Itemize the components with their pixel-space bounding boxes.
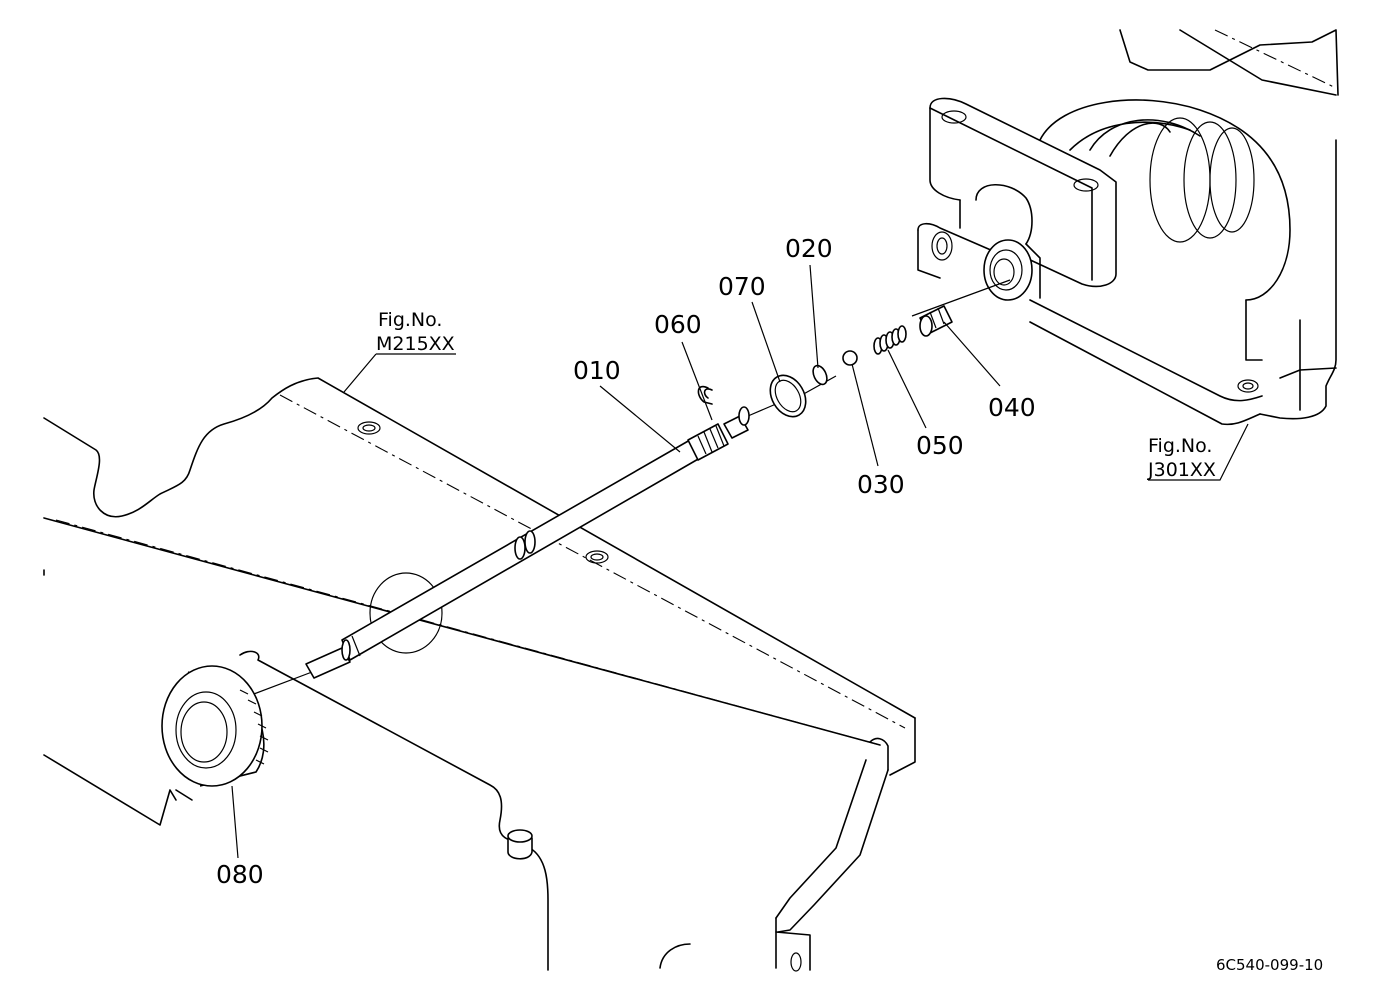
part-label-050: 050 <box>916 431 964 460</box>
part-label-030: 030 <box>857 470 905 499</box>
ball-030 <box>842 350 858 366</box>
part-label-070: 070 <box>718 272 766 301</box>
shaft-010 <box>305 406 750 679</box>
part-label-040: 040 <box>988 393 1036 422</box>
left-housing <box>43 377 916 972</box>
right-housing <box>917 29 1339 426</box>
ring-070 <box>769 374 807 418</box>
fig-ref-number: J301XX <box>1147 459 1216 481</box>
part-label-060: 060 <box>654 310 702 339</box>
part-label-020: 020 <box>785 234 833 263</box>
part-labels: 010 020 030 040 050 060 070 080 <box>216 234 1036 889</box>
figure-reference-j301xx: Fig.No. J301XX <box>1147 435 1216 481</box>
fig-ref-number: M215XX <box>376 333 455 355</box>
knob-080 <box>161 665 269 787</box>
leader-lines <box>231 264 1249 859</box>
spring-050 <box>873 325 907 355</box>
part-label-080: 080 <box>216 860 264 889</box>
fig-ref-title: Fig.No. <box>378 309 442 331</box>
figure-reference-m215xx: Fig.No. M215XX <box>376 309 455 355</box>
oring-020 <box>812 364 828 386</box>
part-label-010: 010 <box>573 356 621 385</box>
fig-ref-title: Fig.No. <box>1148 435 1212 457</box>
plug-040 <box>919 305 953 337</box>
clip-060 <box>697 385 713 405</box>
diagram-code: 6C540-099-10 <box>1216 956 1323 974</box>
